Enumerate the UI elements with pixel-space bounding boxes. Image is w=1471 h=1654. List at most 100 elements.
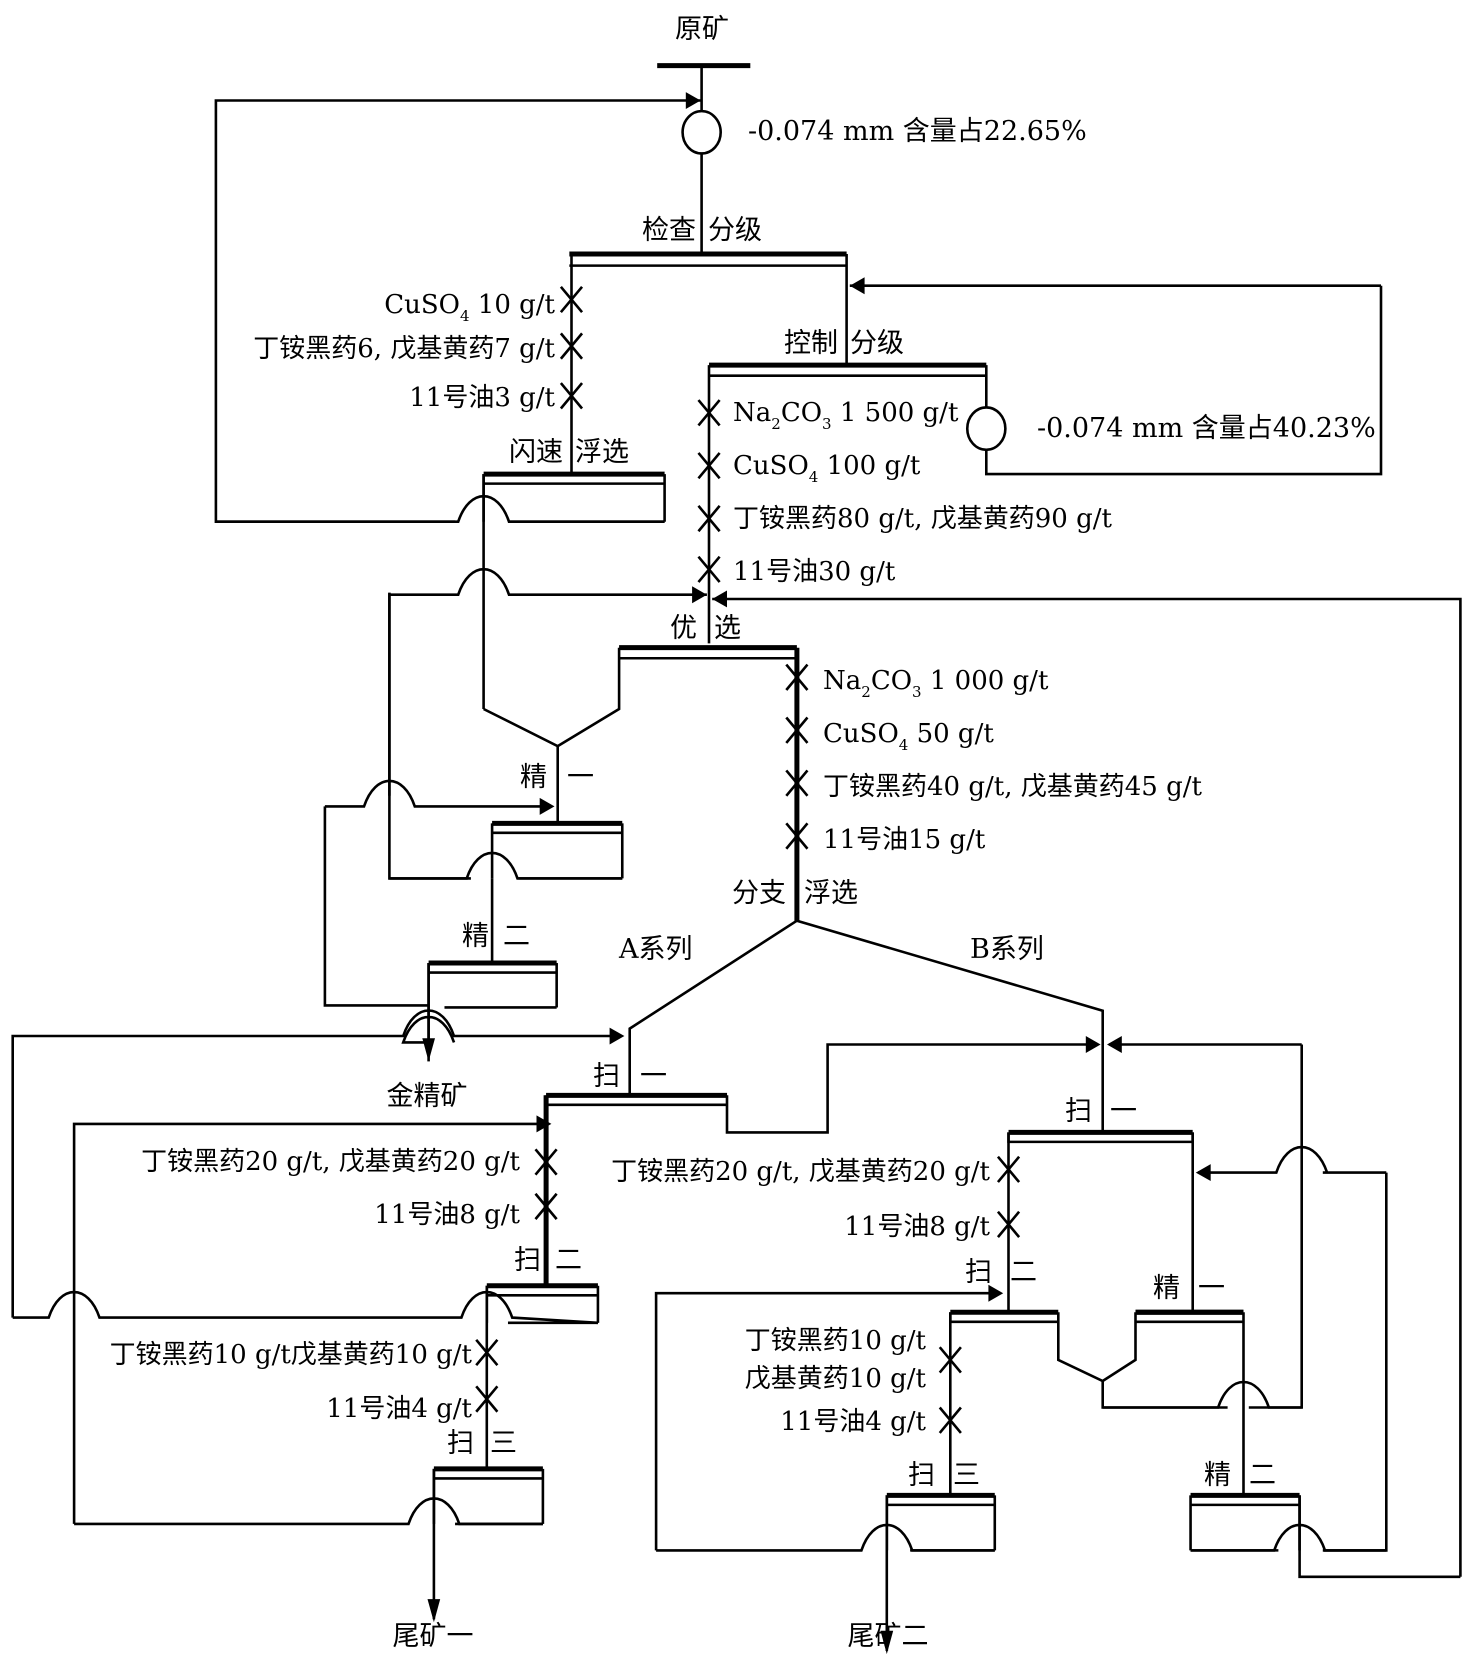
product-gold-concentrate: 金精矿 bbox=[387, 1081, 468, 1112]
a-scav-2-concentrate-line bbox=[12, 1290, 598, 1325]
reagent-pref-cuso4: CuSO4 100 g/t bbox=[733, 451, 921, 486]
a-scav-1-concentrate-to-b-line bbox=[725, 1043, 1096, 1134]
reagent-flash-cuso4: CuSO4 10 g/t bbox=[384, 290, 555, 325]
reagent-a-scav3-frother: 11号油4 g/t bbox=[326, 1394, 472, 1424]
preferential-feed-arrow-left-icon bbox=[692, 586, 707, 604]
b-scav-2-cell bbox=[949, 1309, 1059, 1324]
stage-a-scav1-right: 一 bbox=[640, 1061, 667, 1092]
tailings-1-arrow-icon bbox=[427, 1599, 441, 1623]
cleaner-2-tail-vertical bbox=[323, 806, 429, 1007]
a-scav-1-cell bbox=[544, 1092, 728, 1107]
preferential-reagent-icon bbox=[697, 505, 721, 533]
preferential-hopper bbox=[483, 647, 621, 748]
b-scav-3-reagent-icon bbox=[938, 1406, 962, 1434]
series-a-label: A系列 bbox=[618, 934, 693, 965]
reagent-flash-collector: 丁铵黑药6, 戊基黄药7 g/t bbox=[253, 334, 555, 364]
stage-inspection-right: 分级 bbox=[708, 215, 762, 246]
b-scav-3-reagent-icon bbox=[938, 1346, 962, 1374]
preferential-reagent-icon bbox=[697, 399, 721, 427]
b-scav-2-reagent-icon bbox=[996, 1210, 1021, 1238]
x-stroke-b bbox=[996, 1155, 1021, 1183]
reagent-b-scav3-depressant: 戊基黄药10 g/t bbox=[745, 1364, 927, 1394]
b-scav-1-feed-arrow-right-icon bbox=[1107, 1036, 1122, 1053]
flash-tail-hop-line bbox=[215, 494, 665, 523]
stage-flash-left: 闪速 bbox=[509, 437, 563, 468]
b-cleaner-1-feed-arrow-icon bbox=[1195, 1164, 1211, 1181]
cleaner-2-cell bbox=[427, 960, 558, 1009]
cleaner-1-tail-loop bbox=[388, 592, 623, 880]
preferential-reagent-icon bbox=[697, 452, 721, 480]
b-cleaner-2-cell bbox=[1189, 1492, 1301, 1552]
reagent-pref-collector: 丁铵黑药80 g/t, 戊基黄药90 g/t bbox=[733, 504, 1112, 534]
gold-concentrate-arrow-icon bbox=[422, 1038, 435, 1062]
reagent-a-scav2-frother: 11号油8 g/t bbox=[374, 1200, 520, 1230]
stage-inspection-left: 检查 bbox=[642, 215, 696, 246]
a-scav-2-concentrate-return-line bbox=[11, 1009, 617, 1318]
reagent-a-scav2-collector: 丁铵黑药20 g/t, 戊基黄药20 g/t bbox=[141, 1147, 520, 1177]
cleaner-1-feed-arrow-icon bbox=[539, 797, 555, 815]
stage-a-scav2-left: 扫 bbox=[514, 1245, 541, 1276]
control-classifier-feed-arrow-icon bbox=[849, 277, 865, 295]
mill-2-return-vertical bbox=[984, 285, 1383, 476]
branch-reagent-icon bbox=[785, 663, 809, 691]
x-stroke-b bbox=[996, 1210, 1021, 1238]
feed-label: 原矿 bbox=[675, 14, 729, 45]
mill-1-icon bbox=[681, 109, 722, 155]
stage-cleaner1-right: 一 bbox=[567, 762, 594, 793]
stage-b-cleaner1-left: 精 bbox=[1153, 1273, 1180, 1304]
stage-b-scav3-right: 三 bbox=[953, 1460, 980, 1491]
a-scav-3-concentrate-return-line bbox=[72, 1122, 547, 1524]
cleaner-2-tail-return-line bbox=[324, 779, 551, 808]
stage-cleaner2-left: 精 bbox=[462, 921, 489, 952]
product-tailings-2: 尾矿二 bbox=[848, 1621, 929, 1652]
stage-a-scav3-left: 扫 bbox=[447, 1428, 474, 1459]
b-scav-2-hopper bbox=[1057, 1312, 1137, 1383]
tailings-2-arrow-icon bbox=[880, 1630, 894, 1654]
b-cleaner-2-tail-return-line bbox=[1198, 1145, 1387, 1174]
stage-preferential-right: 选 bbox=[714, 613, 741, 644]
grinding-1-label: -0.074 mm 含量占22.65% bbox=[748, 116, 1087, 147]
b-scav-3-cell bbox=[885, 1492, 997, 1552]
reagent-branch-cuso4: CuSO4 50 g/t bbox=[823, 719, 994, 754]
x-stroke-b bbox=[475, 1338, 499, 1367]
preferential-reagent-icon bbox=[697, 555, 721, 583]
a-scav-3-cell bbox=[432, 1466, 545, 1526]
series-b-label: B系列 bbox=[970, 934, 1044, 965]
stage-b-cleaner2-right: 二 bbox=[1249, 1460, 1276, 1491]
mill-2-icon bbox=[965, 406, 1007, 452]
stage-cleaner1-left: 精 bbox=[520, 762, 547, 793]
x-stroke-b bbox=[785, 822, 809, 850]
branch-reagent-icon bbox=[785, 716, 809, 744]
a-scav-2-reagent-icon bbox=[534, 1148, 558, 1176]
concentrate-line bbox=[401, 963, 456, 1044]
stage-cleaner2-right: 二 bbox=[503, 921, 530, 952]
x-stroke-b bbox=[697, 452, 721, 480]
branch-reagent-icon bbox=[785, 769, 809, 797]
b-scav-1-feed-arrow-left-icon bbox=[1085, 1036, 1101, 1053]
stage-branch-left: 分支 bbox=[732, 878, 786, 909]
a-scav-2-cell bbox=[485, 1283, 600, 1325]
stage-a-scav3-right: 三 bbox=[490, 1428, 517, 1459]
a-scav-3-reagent-icon bbox=[475, 1338, 499, 1367]
x-stroke-b bbox=[697, 505, 721, 533]
b-cleaner-1-tail-vertical bbox=[1248, 1044, 1303, 1409]
x-stroke-b bbox=[559, 382, 584, 410]
stage-b-cleaner2-left: 精 bbox=[1204, 1460, 1231, 1491]
x-stroke-b bbox=[938, 1406, 962, 1434]
x-stroke-b bbox=[559, 332, 584, 360]
series-a-feed-line bbox=[628, 919, 798, 1096]
b-concentrate-line bbox=[1298, 1495, 1461, 1579]
flow-lines bbox=[11, 63, 1462, 1651]
stage-b-scav2-right: 二 bbox=[1010, 1257, 1037, 1288]
stage-b-scav2-left: 扫 bbox=[965, 1257, 992, 1288]
x-stroke-b bbox=[785, 663, 809, 691]
x-stroke-b bbox=[534, 1192, 558, 1220]
x-stroke-b bbox=[785, 716, 809, 744]
stage-a-scav2-right: 二 bbox=[555, 1245, 582, 1276]
cleaner-1-cell bbox=[490, 820, 624, 880]
reagent-b-scav3-frother: 11号油4 g/t bbox=[780, 1407, 926, 1437]
product-tailings-1: 尾矿一 bbox=[393, 1621, 474, 1652]
series-b-feed-line bbox=[796, 919, 1104, 1133]
x-stroke-b bbox=[475, 1385, 499, 1413]
flash-reagent-icon bbox=[559, 332, 584, 360]
